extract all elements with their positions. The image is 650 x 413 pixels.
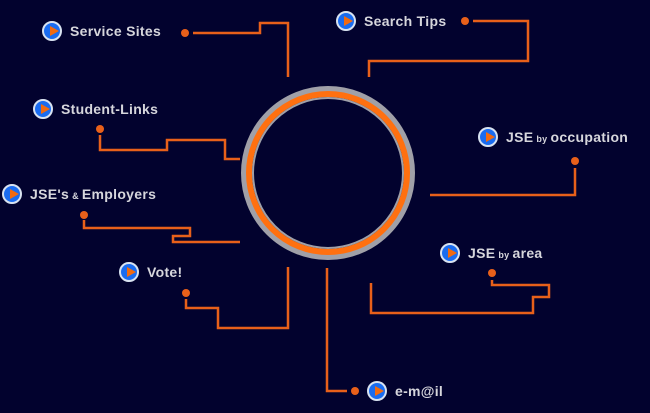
connector-vote: [184, 267, 290, 330]
dot: [488, 269, 496, 277]
link-vote[interactable]: Vote!: [119, 262, 182, 282]
connector-email: [325, 268, 347, 393]
connector-search-tips: [367, 19, 530, 77]
link-label: Student-Links: [61, 101, 159, 117]
connector-student-links: [98, 135, 240, 161]
link-search-tips[interactable]: Search Tips: [336, 11, 446, 31]
link-service-sites[interactable]: Service Sites: [42, 21, 161, 41]
dot: [96, 125, 104, 133]
link-label: JSE's&Employers: [30, 186, 157, 202]
link-label: Vote!: [147, 264, 183, 280]
connector-occupation: [430, 168, 577, 197]
dot: [181, 29, 189, 37]
dot: [182, 289, 190, 297]
connector-dots: [80, 17, 579, 395]
connector-area: [369, 280, 551, 315]
play-icon: [367, 381, 387, 401]
link-label: Search Tips: [364, 13, 447, 29]
play-icon: [33, 99, 53, 119]
play-icon: [42, 21, 62, 41]
central-ring: [241, 86, 415, 260]
link-student-links[interactable]: Student-Links: [33, 99, 158, 119]
dot: [571, 157, 579, 165]
link-label: Service Sites: [70, 23, 162, 39]
link-label: e-m@il: [395, 383, 444, 399]
connector-jses-employers: [82, 220, 240, 244]
play-icon: [336, 11, 356, 31]
dot: [80, 211, 88, 219]
link-jses-employers[interactable]: JSE's&Employers: [2, 184, 156, 204]
play-icon: [119, 262, 139, 282]
play-icon: [440, 243, 460, 263]
play-icon: [2, 184, 22, 204]
dot: [461, 17, 469, 25]
link-email[interactable]: e-m@il: [367, 381, 443, 401]
connector-service-sites: [193, 21, 290, 77]
play-icon: [478, 127, 498, 147]
dot: [351, 387, 359, 395]
